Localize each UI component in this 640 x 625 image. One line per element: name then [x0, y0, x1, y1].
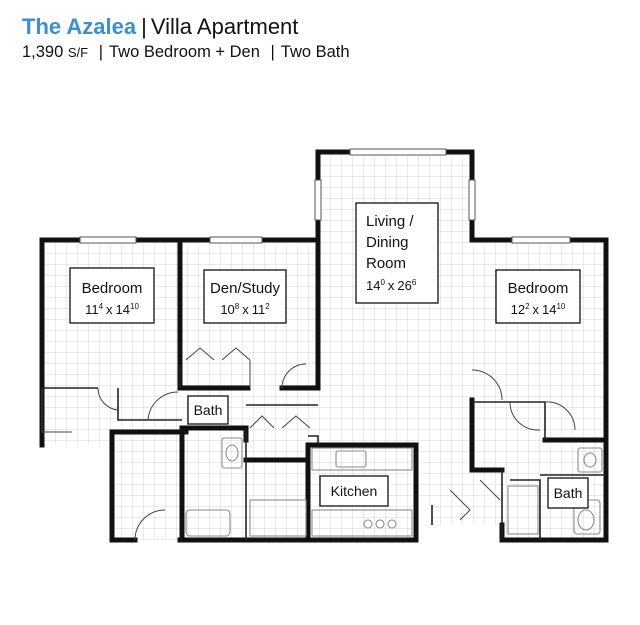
windows: [79, 148, 571, 244]
kitchen-counter-left: [249, 499, 307, 537]
subtitle-divider-1: |: [98, 43, 104, 61]
room-name: Kitchen: [331, 483, 378, 499]
area-value: 1,390: [22, 43, 64, 61]
room-name: Bedroom: [508, 280, 569, 297]
bathtub-left: [185, 509, 231, 537]
room-name: Bedroom: [82, 280, 143, 297]
room-name-line2: Dining: [366, 234, 409, 251]
plan-name: The Azalea: [22, 14, 137, 39]
subtitle-divider-2: |: [270, 43, 275, 61]
plan-title: The Azalea|Villa Apartment: [22, 14, 350, 40]
area-unit: S/F: [67, 45, 89, 60]
room-bath-left: Bath: [187, 395, 229, 425]
room-name: Bath: [554, 485, 583, 501]
room-name-line1: Living /: [366, 213, 414, 230]
kitchen-counter-top: [311, 447, 413, 471]
bath-count: Two Bath: [280, 43, 350, 61]
room-kitchen: Kitchen: [319, 475, 389, 507]
plan-type: Villa Apartment: [150, 14, 299, 39]
room-bath-right: Bath: [547, 477, 589, 509]
toilet-right: [577, 509, 595, 531]
kitchen-sink: [335, 450, 367, 468]
vanity-right: [577, 447, 603, 473]
kitchen-counter-bottom: [311, 509, 413, 537]
door-swings: [41, 347, 576, 541]
room-name: Den/Study: [210, 280, 281, 297]
sink-left: [225, 444, 239, 462]
plan-subtitle: 1,390 S/F | Two Bedroom + Den | Two Bath: [22, 43, 350, 62]
walls: [39, 149, 609, 543]
title-divider: |: [141, 14, 147, 39]
shower-stall: [507, 485, 539, 535]
vanity-left: [221, 437, 243, 469]
room-name-line3: Room: [366, 255, 406, 272]
bedroom-count: Two Bedroom + Den: [109, 43, 260, 61]
plan-header: The Azalea|Villa Apartment 1,390 S/F |Tw…: [22, 14, 350, 62]
sink-right: [583, 452, 597, 468]
interior-lines: [42, 365, 606, 540]
room-name: Bath: [194, 402, 223, 418]
